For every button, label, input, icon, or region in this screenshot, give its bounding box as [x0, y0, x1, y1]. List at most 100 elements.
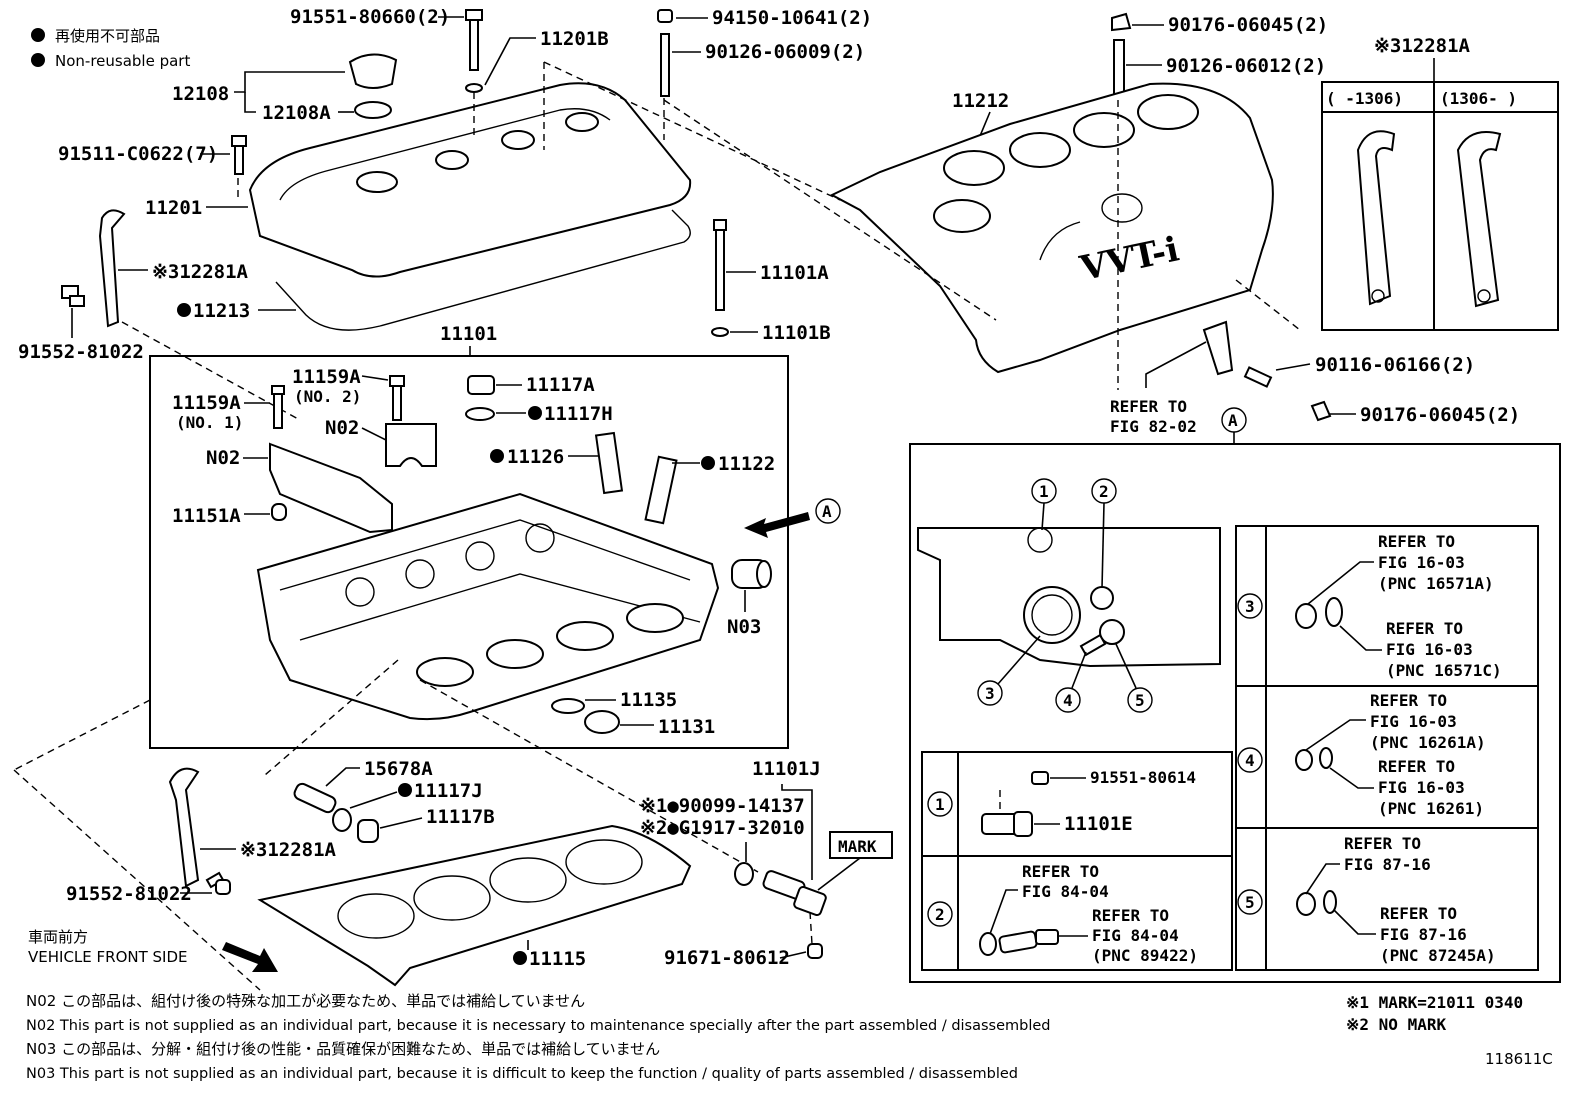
- row4-ref1-line2: FIG 16-03: [1370, 712, 1457, 731]
- label-90126-06012: 90126-06012(2): [1166, 55, 1326, 77]
- legend-dot: [31, 28, 45, 42]
- lower-parts-group: 15678A 11117J 11117B ※312281A 91552-8102…: [28, 758, 893, 987]
- row2-ref2-line2: FIG 84-04: [1092, 926, 1179, 945]
- row4-number: 4: [1245, 751, 1255, 770]
- plug-drawing: [465, 375, 495, 421]
- label-11117A: 11117A: [526, 374, 595, 396]
- oil-control-valve-drawing: [734, 862, 827, 959]
- head-gasket-drawing: [257, 824, 692, 987]
- inset-title: ※312281A: [1374, 35, 1471, 57]
- label-12108: 12108: [172, 83, 229, 105]
- row5-ref2-line1: REFER TO: [1380, 904, 1457, 923]
- callout-2: 2: [1099, 482, 1109, 501]
- row4-ref2-line3: (PNC 16261): [1378, 799, 1484, 818]
- seal-drawing: [551, 698, 585, 714]
- row5-ref1-line1: REFER TO: [1344, 834, 1421, 853]
- row4-ref1-line3: (PNC 16261A): [1370, 733, 1486, 752]
- refer-82-line1: REFER TO: [1110, 397, 1187, 416]
- label-11131: 11131: [658, 716, 715, 738]
- label-11159A-no1-sub: (NO. 1): [176, 413, 243, 432]
- label-90099-14137: ※1●90099-14137: [640, 795, 805, 817]
- legend-dot: [31, 53, 45, 67]
- label-90176-06045-bottom: 90176-06045(2): [1360, 404, 1520, 426]
- callout-1: 1: [1039, 482, 1049, 501]
- label-91671-80612: 91671-80612: [664, 947, 790, 969]
- row1-bolt: 91551-80614: [1090, 768, 1196, 787]
- footnotes: N02 この部品は、組付け後の特殊な加工が必要なため、単品では補給していません …: [26, 992, 1553, 1082]
- vehicle-front-en: VEHICLE FRONT SIDE: [28, 948, 188, 966]
- label-12108A: 12108A: [262, 102, 331, 124]
- legend-jp: 再使用不可部品: [55, 27, 160, 45]
- label-12281A-top: ※312281A: [152, 261, 249, 283]
- row3-ref2-line1: REFER TO: [1386, 619, 1463, 638]
- label-90176-06045-top: 90176-06045(2): [1168, 14, 1328, 36]
- label-11159A-no2-sub: (NO. 2): [294, 387, 361, 406]
- cylinder-head-cover-group: 91551-80660(2) 11201B 94150-10641(2) 901…: [18, 6, 872, 421]
- legend: 再使用不可部品 Non-reusable part: [31, 27, 190, 70]
- inset-12281A: ※312281A ( -1306) (1306- ): [1321, 35, 1559, 331]
- bolt-drawing: [61, 285, 85, 307]
- detail-rows-right-frame: [1235, 525, 1539, 971]
- label-N03: N03: [727, 616, 761, 638]
- inset-col1: ( -1306): [1326, 89, 1403, 108]
- stud-drawing: [1111, 12, 1132, 101]
- hose-clamp-drawing: [1295, 597, 1343, 629]
- detail-a-head-drawing: [917, 527, 1221, 668]
- label-91552-81022-bottom: 91552-81022: [66, 883, 192, 905]
- refer-82-line2: FIG 82-02: [1110, 417, 1197, 436]
- figure-id: 118611C: [1485, 1050, 1553, 1068]
- camshaft-bearing-cap-drawing: [269, 375, 437, 534]
- label-90126-06009: 90126-06009(2): [705, 41, 865, 63]
- row5-number: 5: [1245, 893, 1255, 912]
- non-reusable-dot: [528, 406, 542, 420]
- pipe-drawing: [594, 431, 678, 525]
- row4-ref1-line1: REFER TO: [1370, 691, 1447, 710]
- inset-frame: [1321, 81, 1559, 331]
- label-11126: 11126: [507, 446, 564, 468]
- hose-clamp-drawing: [1296, 890, 1337, 916]
- row1-part: 11101E: [1064, 813, 1133, 835]
- row4-ref2-line1: REFER TO: [1378, 757, 1455, 776]
- detail-a-callouts: 1 2 3 4 5: [977, 478, 1153, 713]
- footnote-n03-jp: N03 この部品は、分解・組付け後の性能・品質確保が困難なため、単品では補給して…: [26, 1040, 660, 1058]
- label-11201B: 11201B: [540, 28, 609, 50]
- row2-number: 2: [935, 905, 945, 924]
- row5-ref1-line2: FIG 87-16: [1344, 855, 1431, 874]
- row2-ref1-line2: FIG 84-04: [1022, 882, 1109, 901]
- bolt-drawing: [231, 135, 247, 175]
- label-mark: MARK: [838, 837, 877, 856]
- label-11117J: 11117J: [414, 780, 483, 802]
- cylinder-head-cover-drawing: [248, 82, 692, 278]
- bolt-drawing: [205, 871, 231, 895]
- detail-a-letter: A: [1228, 411, 1238, 430]
- label-11135: 11135: [620, 689, 677, 711]
- detail-a: A 1 2 3 4 5: [909, 407, 1561, 983]
- seal-drawing: [584, 710, 620, 734]
- label-11159A-no2: 11159A: [292, 366, 361, 388]
- plug-n03-drawing: [731, 559, 772, 589]
- stud-drawing: [657, 9, 673, 97]
- label-11101: 11101: [440, 323, 497, 345]
- label-91552-81022-top: 91552-81022: [18, 341, 144, 363]
- sensor-drawing: [979, 929, 1059, 956]
- callout-5: 5: [1135, 691, 1145, 710]
- engine-cover-group: 90176-06045(2) 90126-06012(2) 11212 VVT-…: [543, 12, 1520, 436]
- non-reusable-dot: [701, 456, 715, 470]
- label-11159A-no1: 11159A: [172, 392, 241, 414]
- label-11115: 11115: [529, 948, 586, 970]
- detail-rows-left-frame: [921, 751, 1233, 971]
- label-G1917-32010: ※2●G1917-32010: [640, 817, 805, 839]
- row5-ref2-line3: (PNC 87245A): [1380, 946, 1496, 965]
- plug-drawing: [293, 782, 379, 843]
- label-11122: 11122: [718, 453, 775, 475]
- cylinder-head-frame: [149, 355, 789, 749]
- label-94150-10641: 94150-10641(2): [712, 7, 872, 29]
- label-90116-06166: 90116-06166(2): [1315, 354, 1475, 376]
- view-arrow-A: A: [744, 498, 841, 538]
- row3-ref1-line3: (PNC 16571A): [1378, 574, 1494, 593]
- row3-ref2-line2: FIG 16-03: [1386, 640, 1473, 659]
- label-N02-b: N02: [206, 447, 240, 469]
- row3-number: 3: [1245, 597, 1255, 616]
- engine-cover-drawing: [829, 82, 1274, 374]
